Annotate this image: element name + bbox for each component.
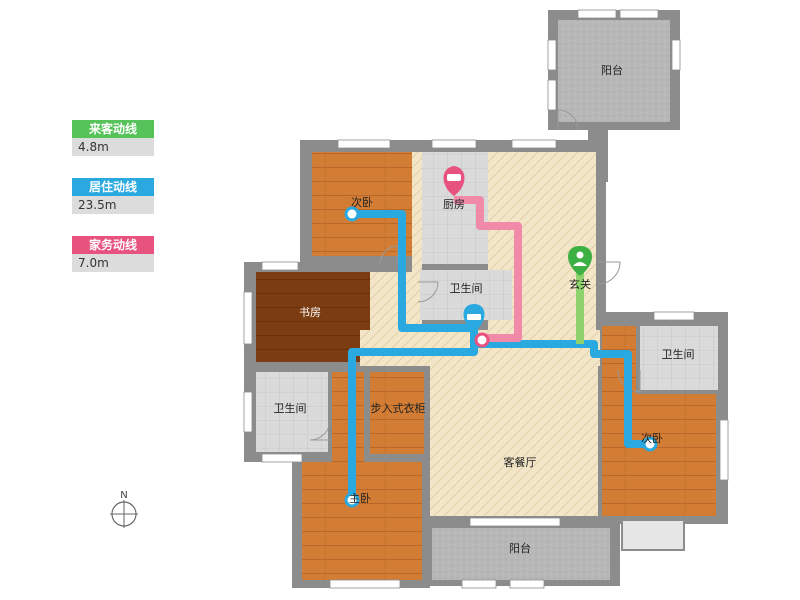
route-paths (348, 196, 650, 500)
label-kitchen: 厨房 (443, 198, 465, 211)
balcony-top-floor (558, 20, 670, 122)
legend-living-route: 居住动线 23.5m (72, 178, 154, 214)
label-study: 书房 (299, 306, 321, 319)
legend-living-length: 23.5m (72, 196, 154, 214)
kitchen-pot-icon (443, 166, 465, 196)
compass-north-label: N (120, 490, 127, 501)
walk-in-closet-floor (370, 372, 424, 454)
bedroom-east-floor (602, 394, 716, 516)
route-legend: 来客动线 4.8m 居住动线 23.5m 家务动线 7.0m (72, 120, 154, 294)
legend-guest-label: 来客动线 (72, 120, 154, 138)
label-bathroom-west: 卫生间 (274, 401, 307, 415)
room-labels: 阳台 次卧 厨房 卫生间 玄关 书房 卫生间 卫生间 步入式衣柜 客餐厅 次卧 … (274, 63, 695, 555)
windows (243, 9, 729, 589)
label-bathroom-east: 卫生间 (662, 347, 695, 361)
bay-balcony (621, 519, 685, 551)
label-bedroom-east: 次卧 (641, 431, 663, 445)
compass: N (110, 490, 138, 528)
bedroom-nw-floor (312, 152, 412, 256)
legend-living-label: 居住动线 (72, 178, 154, 196)
corridor-floor (412, 152, 422, 340)
legend-guest-route: 来客动线 4.8m (72, 120, 154, 156)
legend-chores-route: 家务动线 7.0m (72, 236, 154, 272)
living-route-line (352, 210, 650, 448)
label-bathroom-center: 卫生间 (450, 281, 483, 295)
balcony-bottom-floor (432, 528, 610, 580)
label-bedroom-nw: 次卧 (351, 195, 373, 209)
living-route-branch (348, 344, 478, 500)
label-balcony-top: 阳台 (601, 63, 623, 77)
route-endpoints (344, 206, 658, 508)
entrance-person-icon (568, 246, 592, 276)
label-walk-in-closet: 步入式衣柜 (371, 401, 426, 415)
label-living-dining: 客餐厅 (504, 455, 537, 469)
chores-route-line (454, 196, 522, 342)
label-balcony-bottom: 阳台 (509, 541, 531, 555)
legend-chores-length: 7.0m (72, 254, 154, 272)
bed-icon (463, 304, 485, 332)
label-entrance: 玄关 (569, 277, 591, 291)
bathroom-east-floor (640, 326, 718, 390)
master-bedroom-floor (302, 462, 422, 580)
legend-chores-label: 家务动线 (72, 236, 154, 254)
living-dining-floor (430, 344, 598, 516)
legend-guest-length: 4.8m (72, 138, 154, 156)
study-floor (256, 272, 370, 362)
label-master-bedroom: 主卧 (349, 492, 371, 505)
